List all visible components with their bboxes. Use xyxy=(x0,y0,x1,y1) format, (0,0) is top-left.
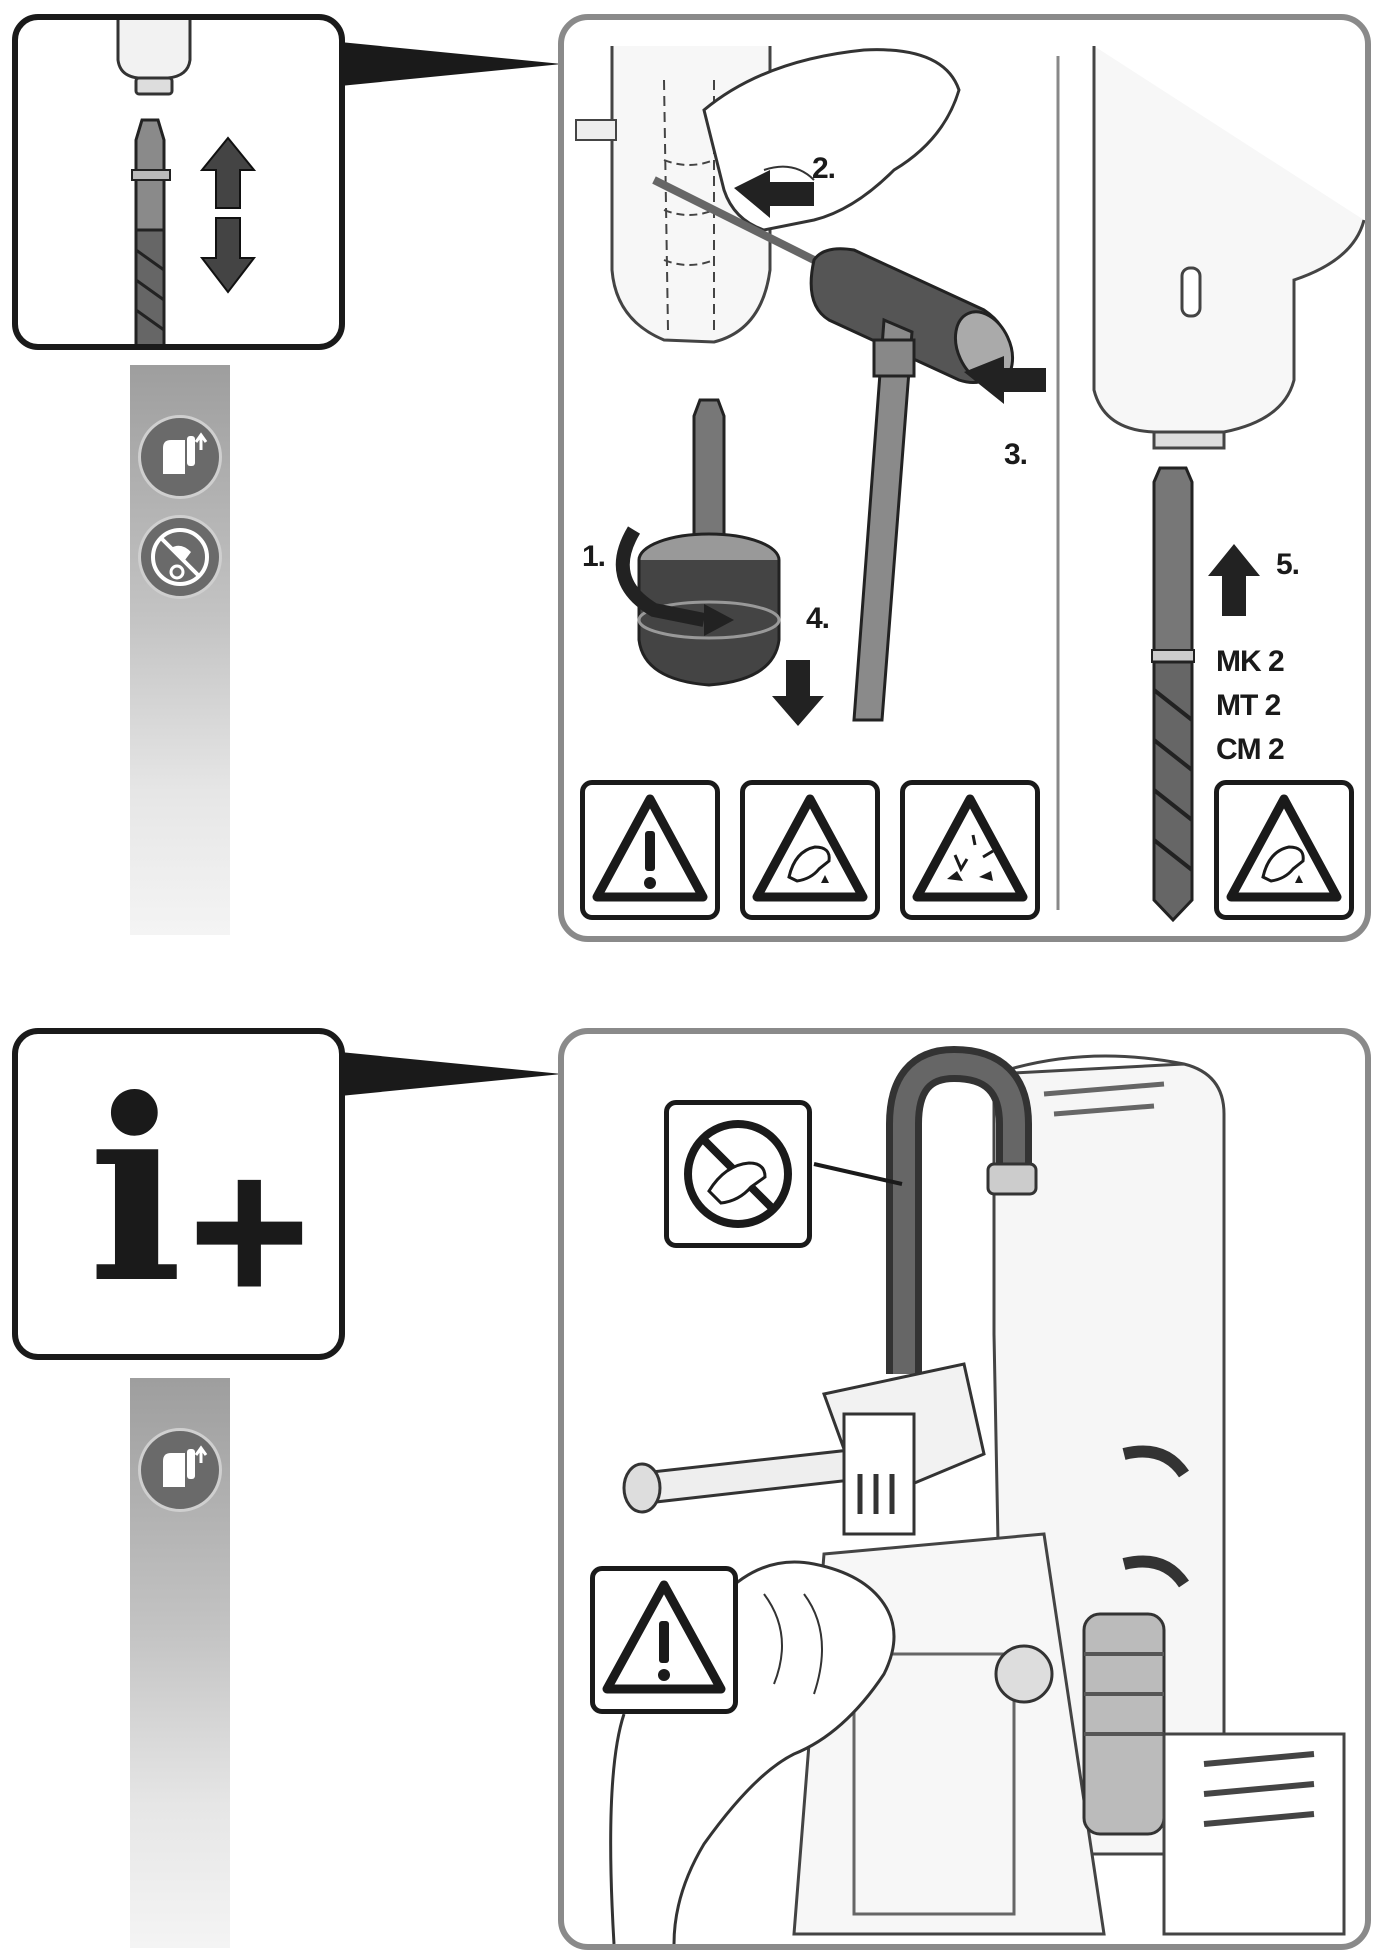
side-strip-1 xyxy=(130,365,230,935)
hand-injury-warning-icon-2 xyxy=(1214,780,1354,920)
callout-connector-2 xyxy=(340,1052,562,1096)
step-label-1: 1. xyxy=(582,540,606,573)
step-label-4: 4. xyxy=(806,602,830,635)
hand-injury-warning-icon xyxy=(740,780,880,920)
step-label-5: 5. xyxy=(1276,548,1300,581)
wear-gloves-icon-2 xyxy=(138,1428,222,1512)
callout-connector xyxy=(340,42,562,86)
drill-bit-change-illustration xyxy=(575,46,1365,923)
detail-callout-box xyxy=(12,14,345,350)
taper-label-list: MK 2 MT 2 CM 2 xyxy=(1216,640,1285,772)
procedure-panel-1: 1. 2. 3. 4. 5. MK 2 MT 2 CM 2 xyxy=(558,14,1371,942)
flying-debris-warning-icon xyxy=(900,780,1040,920)
up-down-arrow-icon xyxy=(199,136,257,294)
procedure-panel-2 xyxy=(558,1028,1371,1950)
taper-label-mt: MT 2 xyxy=(1216,689,1281,722)
info-callout-box: i + xyxy=(12,1028,345,1360)
shank-detail-illustration xyxy=(116,20,257,344)
taper-label-mk: MK 2 xyxy=(1216,645,1285,678)
taper-label-cm: CM 2 xyxy=(1216,733,1285,766)
info-plus: + xyxy=(188,1113,311,1348)
step-label-3: 3. xyxy=(1004,438,1028,471)
general-warning-icon-2 xyxy=(590,1566,738,1714)
info-icon: i + xyxy=(88,1044,311,1338)
step-label-2: 2. xyxy=(812,152,836,185)
info-letter: i xyxy=(88,1044,183,1338)
no-touch-hot-surface-icon xyxy=(664,1100,812,1248)
wear-gloves-icon xyxy=(138,415,222,499)
no-rotating-parts-icon xyxy=(138,515,222,599)
general-warning-icon xyxy=(580,780,720,920)
side-strip-2 xyxy=(130,1378,230,1948)
